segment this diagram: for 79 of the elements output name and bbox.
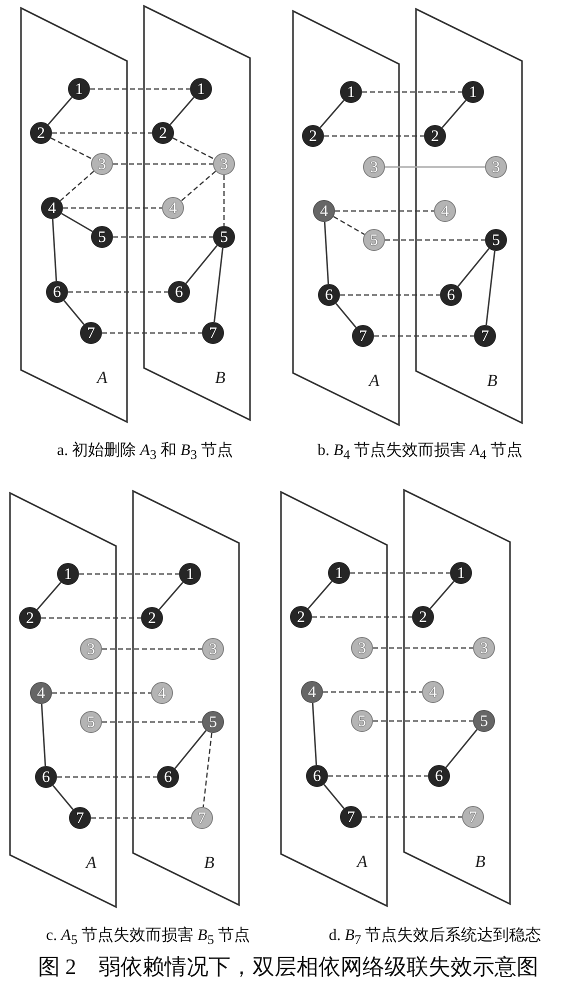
dashed-link [50,137,92,160]
link-line [385,166,485,168]
dashed-link [373,720,473,722]
dashed-link [328,775,428,777]
network-plane [402,488,512,906]
dashed-link [335,210,434,212]
link-line [174,730,207,769]
network-plane [131,489,241,907]
network-plane [291,9,401,427]
link-line [52,784,74,810]
link-line [486,250,496,326]
network-plane [142,4,252,422]
dashed-link [223,175,225,226]
link-line [335,302,357,328]
link-line [36,582,62,610]
dashed-link [373,647,473,649]
dashed-link [362,91,462,93]
dashed-link [312,616,412,618]
link-line [320,100,344,128]
dashed-link [79,573,179,575]
plane-label: A [86,854,96,871]
dashed-link [202,732,212,808]
link-line [158,582,184,610]
dashed-link [102,332,202,334]
link-line [170,96,194,126]
dashed-link [52,132,152,134]
link-line [457,248,490,287]
dashed-link [333,216,365,236]
panel-caption: c. A$_{5}$ 节点失效而损害 B$_{5}$ 节点 [46,926,250,948]
dashed-link [362,816,462,818]
dashed-link [57,776,157,778]
network-plane [8,491,118,909]
link-line [214,248,224,322]
plane-label: B [215,369,226,386]
dashed-link [68,291,168,293]
link-line [323,784,345,810]
link-line [445,729,478,768]
dashed-link [91,817,191,819]
link-line [185,245,218,284]
plane-label: B [475,853,486,870]
link-line [61,212,93,232]
dashed-link [102,721,202,723]
dashed-link [350,572,450,574]
dashed-link [63,207,162,209]
link-line [48,96,72,126]
dashed-link [41,617,141,619]
panel-caption: a. 初始删除 A$_{3}$ 和 B$_{3}$ 节点 [57,440,233,464]
plane-label: A [369,372,380,389]
plane-label: A [97,369,108,386]
link-line [442,100,466,128]
dashed-link [90,88,190,90]
network-plane [19,6,129,424]
dashed-link [60,170,94,202]
dashed-link [113,236,213,238]
dashed-link [323,691,422,693]
plane-label: B [204,854,214,871]
dashed-link [340,294,440,296]
panel-caption: d. B$_{7}$ 节点失效后系统达到稳态 [328,926,542,948]
plane-label: A [357,853,368,870]
link-line [312,702,318,766]
dashed-link [374,335,474,337]
dashed-link [172,137,214,160]
dashed-link [385,239,485,241]
dashed-link [113,163,213,165]
panel-caption: b. B$_{4}$ 节点失效而损害 A$_{4}$ 节点 [318,440,522,464]
figure-title: 图 2 弱依赖情况下，双层相依网络级联失效示意图 [38,953,538,981]
link-line [63,300,85,326]
link-line [40,704,46,766]
dashed-link [324,135,424,137]
dashed-link [52,692,151,694]
dashed-link [102,648,202,650]
network-plane [279,490,389,908]
plane-label: B [487,372,498,389]
link-line [324,222,330,284]
network-plane [414,7,524,425]
dashed-link [180,170,216,202]
link-line [430,580,454,610]
link-line [52,218,58,282]
link-line [308,580,332,610]
